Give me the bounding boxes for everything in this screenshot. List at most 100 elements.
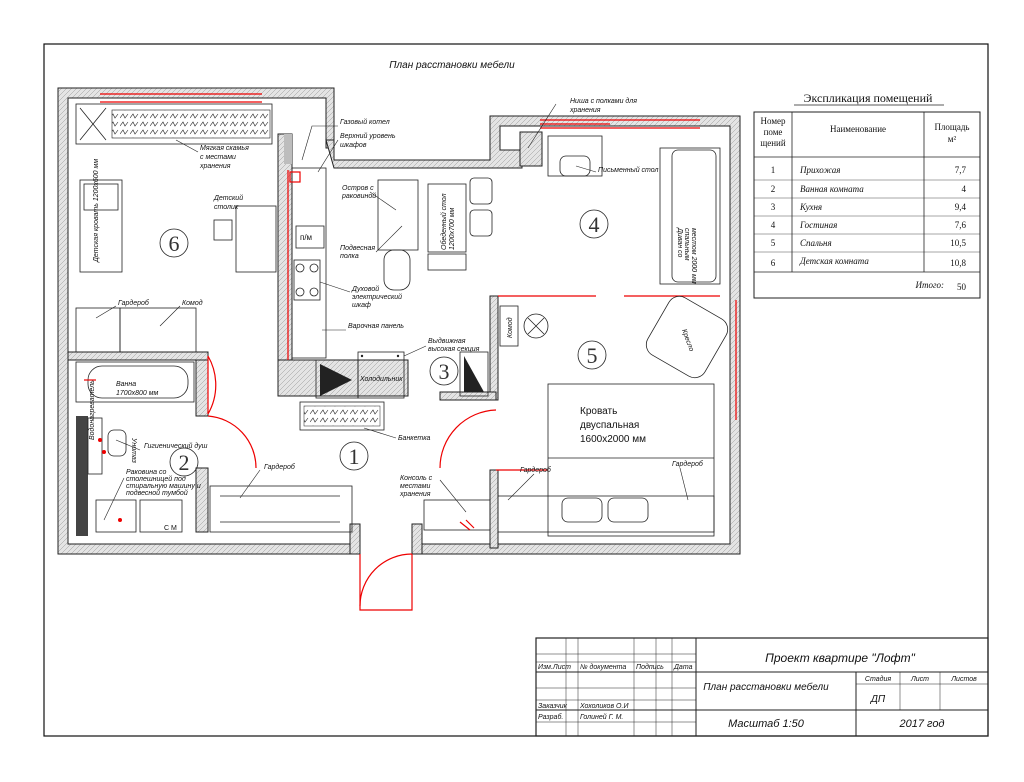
- label-bench: Банкетка: [398, 435, 431, 442]
- label-heater: Водонагреватель: [88, 380, 96, 440]
- col-header-area-unit: м²: [948, 134, 957, 144]
- label-bath-size: 1700х800 мм: [116, 390, 158, 397]
- label-kids-table-1: Детский: [213, 194, 243, 202]
- label-oven-2: электрический: [352, 293, 402, 301]
- sheet-title: План расстановки мебели: [703, 681, 829, 693]
- label-writing-desk: Письменный стол: [598, 166, 659, 174]
- header-date: Дата: [673, 664, 693, 671]
- label-dining-table-2: 1200х700 мм: [449, 208, 456, 250]
- label-oven-3: шкаф: [352, 302, 371, 309]
- developer-name: Голиней Г. М.: [580, 713, 623, 721]
- svg-text:7,7: 7,7: [955, 165, 967, 175]
- total-label: Итого:: [914, 280, 944, 290]
- scale-text: Масштаб 1:50: [728, 718, 805, 730]
- label-bath: Ванна: [116, 381, 136, 388]
- label-sink-4: подвесной тумбой: [126, 489, 188, 497]
- label-hygienic-shower: Гигиенический душ: [144, 442, 208, 450]
- svg-text:4: 4: [962, 184, 967, 194]
- label-sofa-3: местом 2000 мм: [690, 228, 697, 284]
- label-cooktop: Варочная панель: [348, 323, 404, 330]
- label-dresser-living: Комод: [506, 317, 514, 338]
- sheets-label: Листов: [950, 676, 977, 683]
- label-soft-bench-2: с местами: [200, 154, 236, 161]
- label-kids-bed: Детская кровать 1200х600 мм: [93, 159, 100, 263]
- svg-text:Спальня: Спальня: [800, 238, 832, 248]
- col-header-number-3: щений: [760, 138, 786, 148]
- room-number-6: 6: [169, 231, 180, 256]
- table-row: 6 Детская комната 10,8: [771, 256, 967, 268]
- label-wardrobe-hall: Гардероб: [264, 463, 296, 471]
- label-dining-table-1: Обеденный стол: [440, 193, 448, 250]
- svg-text:Детская комната: Детская комната: [799, 256, 869, 266]
- label-console-3: хранения: [399, 491, 431, 498]
- label-bed-2: двуспальная: [580, 420, 639, 431]
- label-hanging-shelf-1: Подвесная: [340, 244, 375, 252]
- room-number-3: 3: [439, 359, 450, 384]
- bedroom-furniture: [209, 383, 715, 537]
- label-dresser: Комод: [182, 299, 203, 307]
- label-wardrobe-room6: Гардероб: [118, 299, 150, 307]
- label-toilet: Унитаз: [130, 437, 137, 464]
- room-number-markers: 6 2 1 3 4 5: [159, 209, 609, 477]
- header-change-sheet: Изм.Лист: [538, 664, 571, 671]
- bathroom-fixtures: [75, 361, 195, 536]
- stage-value: ДП: [870, 694, 886, 705]
- label-kids-table-2: столик: [214, 204, 239, 211]
- svg-text:4: 4: [771, 220, 776, 230]
- col-header-area: Площадь: [934, 122, 969, 132]
- customer-name: Хохоликов О.И: [579, 703, 629, 710]
- title-block: Изм.Лист № документа Подпись Дата Заказч…: [535, 637, 989, 737]
- label-island-2: раковиной: [341, 192, 376, 200]
- table-row: 2 Ванная комната 4: [771, 184, 967, 194]
- explication-table: Экспликация помещений Номер поме щений Н…: [753, 91, 981, 299]
- label-wardrobe-bed-right: Гардероб: [672, 460, 704, 468]
- header-doc-number: № документа: [580, 663, 626, 671]
- developer-label: Разраб.: [538, 713, 563, 721]
- table-row: 1 Прихожая 7,7: [771, 165, 967, 175]
- svg-text:10,5: 10,5: [950, 238, 966, 248]
- total-value: 50: [957, 282, 967, 292]
- svg-text:Прихожая: Прихожая: [799, 165, 840, 175]
- col-header-number-1: Номер: [760, 116, 786, 126]
- label-console-2: местами: [400, 483, 431, 490]
- svg-text:5: 5: [771, 238, 776, 248]
- room-number-4: 4: [589, 212, 600, 237]
- explication-title: Экспликация помещений: [804, 91, 933, 105]
- label-oven-1: Духовой: [351, 285, 379, 293]
- svg-text:9,4: 9,4: [955, 202, 967, 212]
- label-sofa-2: спальным: [683, 228, 690, 261]
- label-washing-machine: С М: [164, 525, 177, 532]
- label-niche-1: Ниша с полками для: [570, 97, 637, 105]
- svg-text:2: 2: [771, 184, 776, 194]
- header-signature: Подпись: [636, 663, 664, 671]
- leader-lines: [95, 103, 689, 521]
- label-sink-1: Раковина со: [126, 469, 166, 476]
- label-sink-3: стиральную машину и: [126, 483, 201, 490]
- label-soft-bench-3: хранения: [199, 163, 231, 170]
- table-row: 5 Спальня 10,5: [771, 238, 967, 248]
- project-title: Проект квартире "Лофт": [765, 651, 915, 665]
- table-row: 3 Кухня 9,4: [771, 202, 967, 212]
- label-console-1: Консоль с: [400, 475, 433, 482]
- label-niche-2: хранения: [569, 107, 601, 114]
- label-bed-1: Кровать: [580, 406, 617, 417]
- label-upper-cabinets-2: шкафов: [340, 142, 367, 149]
- svg-text:7,6: 7,6: [955, 220, 967, 230]
- label-bed-3: 1600х2000 мм: [580, 434, 646, 445]
- label-soft-bench-1: Мягкая скамья: [200, 145, 249, 152]
- label-sink-2: столешницей под: [126, 475, 186, 483]
- svg-text:Гостиная: Гостиная: [799, 220, 837, 230]
- col-header-number-2: поме: [764, 127, 783, 137]
- svg-text:1: 1: [771, 165, 776, 175]
- label-gas-boiler: Газовый котел: [340, 118, 390, 126]
- svg-text:6: 6: [771, 258, 776, 268]
- label-wardrobe-bed-left: Гардероб: [520, 466, 552, 474]
- doors: [207, 295, 720, 611]
- sheet-frame: [43, 43, 989, 737]
- label-fridge: Холодильник: [359, 375, 403, 383]
- label-hanging-shelf-2: полка: [340, 253, 359, 260]
- kitchen-furniture: [284, 134, 493, 431]
- drawing-title: План расстановки мебели: [389, 59, 515, 71]
- label-sofa-1: Диван со: [676, 227, 683, 258]
